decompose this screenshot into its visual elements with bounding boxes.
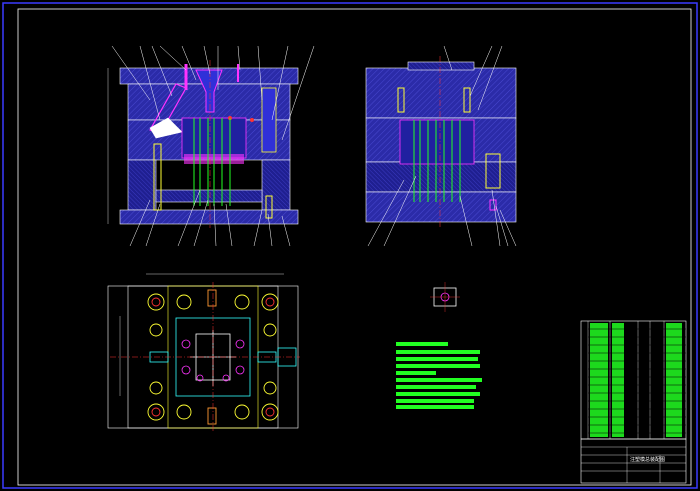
moving-half-plan-view bbox=[107, 273, 300, 432]
side-section-view bbox=[365, 45, 517, 247]
parts-list-table bbox=[580, 320, 687, 440]
drawing-title: 注塑模总装配图 bbox=[630, 456, 665, 463]
title-block: 注塑模总装配图 bbox=[580, 438, 687, 484]
front-section-view bbox=[107, 45, 315, 247]
sheet-border-inner bbox=[17, 8, 692, 486]
part-detail-view bbox=[430, 282, 460, 312]
technical-requirements bbox=[396, 342, 482, 409]
